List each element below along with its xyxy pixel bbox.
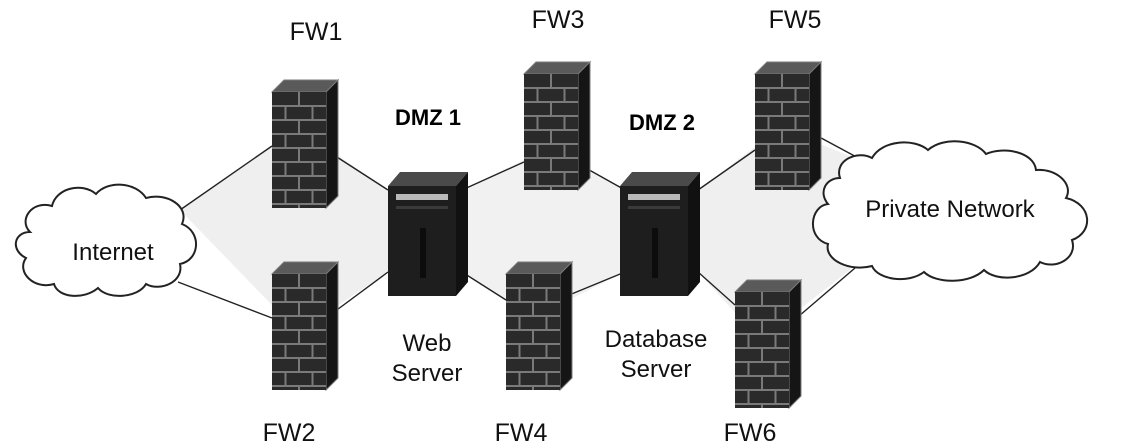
firewall-side-face bbox=[559, 260, 573, 392]
firewall-side-face bbox=[325, 78, 339, 210]
dmz1-label: DMZ 1 bbox=[395, 105, 461, 130]
internet-cloud: Internet bbox=[15, 183, 197, 297]
web-server-label-line1: Web bbox=[403, 330, 452, 357]
firewall-side-face bbox=[325, 260, 339, 392]
firewall-side-face bbox=[788, 278, 802, 410]
firewall-fw2 bbox=[270, 260, 340, 392]
firewall-fw3 bbox=[522, 60, 592, 192]
dmz2-label: DMZ 2 bbox=[629, 110, 695, 135]
database-server-label-line1: Database bbox=[605, 326, 708, 353]
database-server-icon bbox=[620, 172, 700, 296]
private-network-cloud: Private Network bbox=[812, 140, 1089, 282]
firewall-side-face bbox=[808, 60, 822, 192]
zone-dmz1-dmz2-area bbox=[462, 148, 625, 318]
connection-lines bbox=[177, 131, 863, 323]
firewall-fw4 bbox=[504, 260, 574, 392]
zone-dmz2-private-area bbox=[698, 128, 860, 340]
web-server-label-line2: Server bbox=[392, 360, 463, 387]
firewall-fw5 bbox=[753, 60, 823, 192]
internet-label: Internet bbox=[72, 239, 154, 266]
fw4-label: FW4 bbox=[495, 419, 548, 447]
fw5-label: FW5 bbox=[769, 6, 822, 34]
fw1-label: FW1 bbox=[290, 18, 343, 46]
private-network-label: Private Network bbox=[865, 196, 1035, 223]
web-server-icon bbox=[388, 172, 468, 296]
database-server-label-line2: Server bbox=[621, 356, 692, 383]
fw6-label: FW6 bbox=[724, 419, 777, 447]
firewall-fw6 bbox=[733, 278, 803, 410]
fw2-label: FW2 bbox=[263, 419, 316, 447]
firewall-side-face bbox=[577, 60, 591, 192]
fw3-label: FW3 bbox=[532, 6, 585, 34]
firewall-fw1 bbox=[270, 78, 340, 210]
